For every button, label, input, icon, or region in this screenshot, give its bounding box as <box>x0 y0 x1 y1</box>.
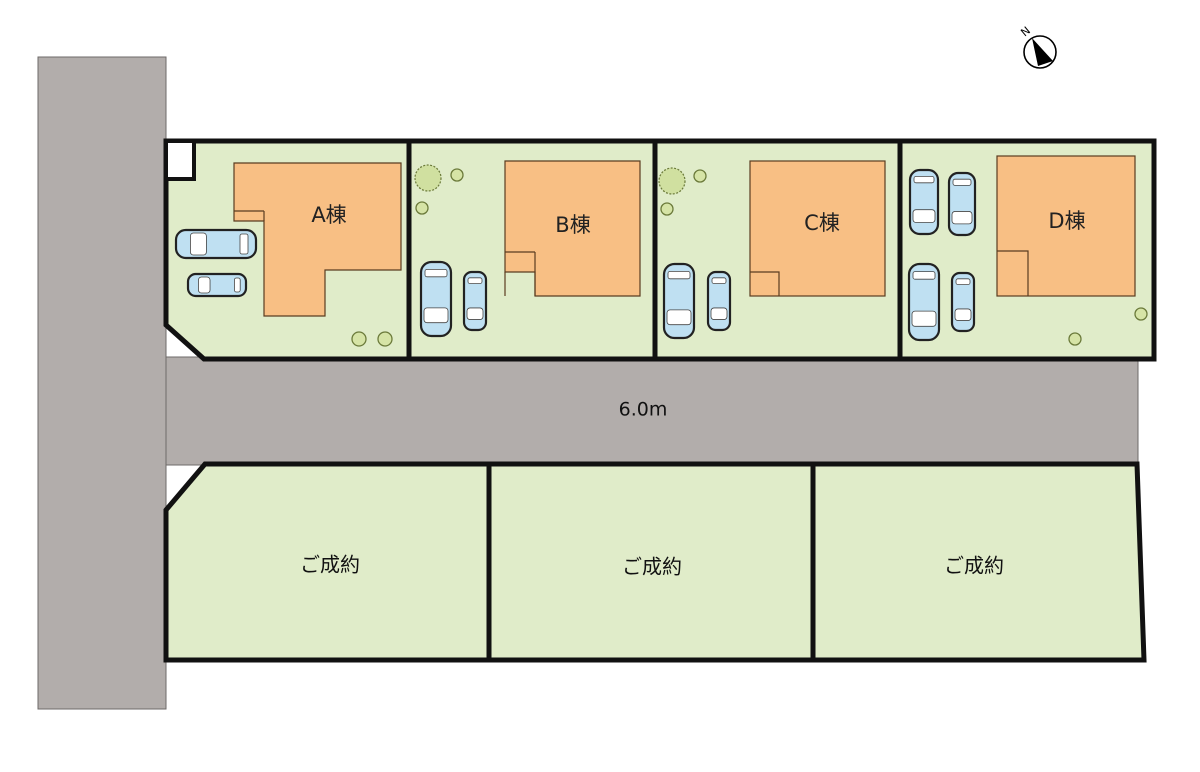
car-icon <box>174 228 258 260</box>
tree-icon <box>660 202 674 216</box>
car-icon <box>462 270 488 332</box>
tree-icon <box>658 167 686 195</box>
car-icon <box>419 260 453 338</box>
parking-cars <box>174 168 977 342</box>
car-icon <box>950 271 976 333</box>
lot-a[interactable]: A棟 <box>163 138 412 362</box>
sold-label: ご成約 <box>622 555 682 579</box>
west-road <box>37 56 167 710</box>
south-lot-1[interactable]: ご成約 <box>163 461 492 663</box>
central-road <box>165 356 1139 466</box>
car-icon <box>908 168 940 236</box>
south-lot-2[interactable]: ご成約 <box>486 461 816 663</box>
south-lot-3[interactable]: ご成約 <box>810 461 1147 663</box>
utility-box <box>164 139 196 181</box>
tree-icon <box>693 169 707 183</box>
tree-icon <box>377 331 393 347</box>
lot-b-label: B棟 <box>555 213 590 237</box>
tree-icon <box>415 201 429 215</box>
car-icon <box>662 262 696 340</box>
tree-icon <box>450 168 464 182</box>
lot-d-label: D棟 <box>1048 209 1085 233</box>
car-icon <box>706 270 732 332</box>
lot-c-label: C棟 <box>804 211 840 235</box>
tree-icon <box>351 331 367 347</box>
lot-a-label: A棟 <box>311 203 346 227</box>
lot-c[interactable]: C棟 <box>652 138 903 362</box>
sold-label: ご成約 <box>300 553 360 577</box>
lot-b[interactable]: B棟 <box>406 138 658 362</box>
house-c <box>749 160 886 297</box>
north-arrow-icon: N <box>1018 24 1057 69</box>
tree-icon <box>414 164 442 192</box>
tree-icon <box>1068 332 1082 346</box>
house-a <box>233 162 402 317</box>
lot-d[interactable]: D棟 <box>897 138 1157 362</box>
road-width-label: 6.0m <box>619 399 668 421</box>
house-d <box>996 155 1136 297</box>
car-icon <box>907 262 941 342</box>
car-icon <box>186 272 248 298</box>
car-icon <box>947 171 977 237</box>
sold-label: ご成約 <box>944 554 1004 578</box>
compass-n-label: N <box>1018 24 1033 39</box>
tree-icon <box>1134 307 1148 321</box>
